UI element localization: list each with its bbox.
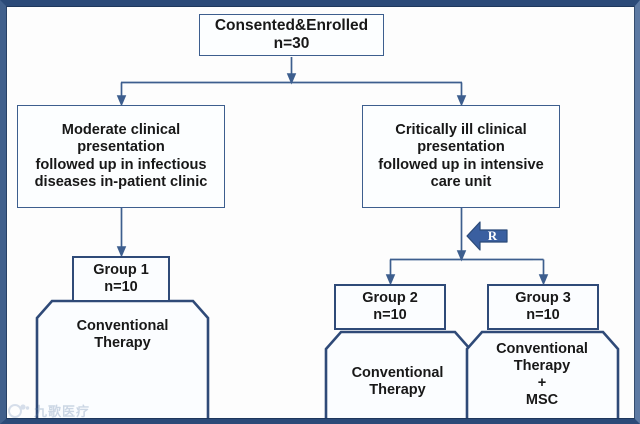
node-consented-enrolled-line1: Consented&Enrolled <box>214 16 369 34</box>
randomization-badge: R <box>466 219 508 253</box>
node-group-1: Group 1 n=10 <box>72 256 170 302</box>
node-moderate-clinical-presentation: Moderate clinical presentation followed … <box>17 105 225 208</box>
therapy1-banner-shape <box>35 299 210 424</box>
node-therapy-group-2: Conventional Therapy <box>325 331 470 424</box>
node-therapy-1-line2: Therapy <box>94 335 151 351</box>
node-right-arm-line3: followed up in intensive <box>378 156 544 173</box>
node-therapy-group-1: Conventional Therapy <box>36 300 209 370</box>
node-right-arm-line1: Critically ill clinical <box>395 122 527 139</box>
node-left-arm-line2: presentation <box>77 139 165 156</box>
node-therapy-3-line2: Therapy <box>513 357 571 374</box>
node-group-3-count: n=10 <box>526 307 560 323</box>
node-group-3-label: Group 3 <box>515 290 571 307</box>
node-therapy-group-1-text: Conventional Therapy <box>36 318 209 352</box>
therapy3-banner-shape <box>465 330 620 424</box>
node-therapy-1-line1: Conventional <box>76 318 169 335</box>
node-consented-enrolled: Consented&Enrolled n=30 <box>199 14 384 56</box>
node-therapy-3-line1: Conventional <box>496 341 588 357</box>
left-arrow-icon <box>466 221 508 251</box>
node-therapy-2-line1: Conventional <box>351 365 444 381</box>
node-therapy-2-line2: Therapy <box>369 381 426 398</box>
node-left-arm-line3: followed up in infectious <box>35 156 207 173</box>
node-critically-ill-presentation: Critically ill clinical presentation fol… <box>362 105 560 208</box>
node-therapy-group-2-text: Conventional Therapy <box>325 365 470 399</box>
node-therapy-3-line4: MSC <box>525 391 559 408</box>
node-group-1-count: n=10 <box>104 279 138 295</box>
node-therapy-group-3: Conventional Therapy + MSC <box>466 331 618 424</box>
node-therapy-group-3-text: Conventional Therapy + MSC <box>466 341 618 409</box>
node-consented-enrolled-count: n=30 <box>273 35 310 52</box>
randomization-label: R <box>487 228 498 243</box>
node-right-arm-line2: presentation <box>417 139 505 156</box>
node-group-2: Group 2 n=10 <box>334 284 446 330</box>
node-right-arm-line4: care unit <box>430 173 492 190</box>
node-left-arm-line1: Moderate clinical <box>61 122 181 139</box>
node-group-3: Group 3 n=10 <box>487 284 599 330</box>
node-group-1-label: Group 1 <box>93 262 149 279</box>
node-therapy-3-plus: + <box>537 374 547 391</box>
node-left-arm-line4: diseases in-patient clinic <box>34 173 208 190</box>
node-group-2-label: Group 2 <box>362 290 418 307</box>
node-group-2-count: n=10 <box>373 307 407 323</box>
